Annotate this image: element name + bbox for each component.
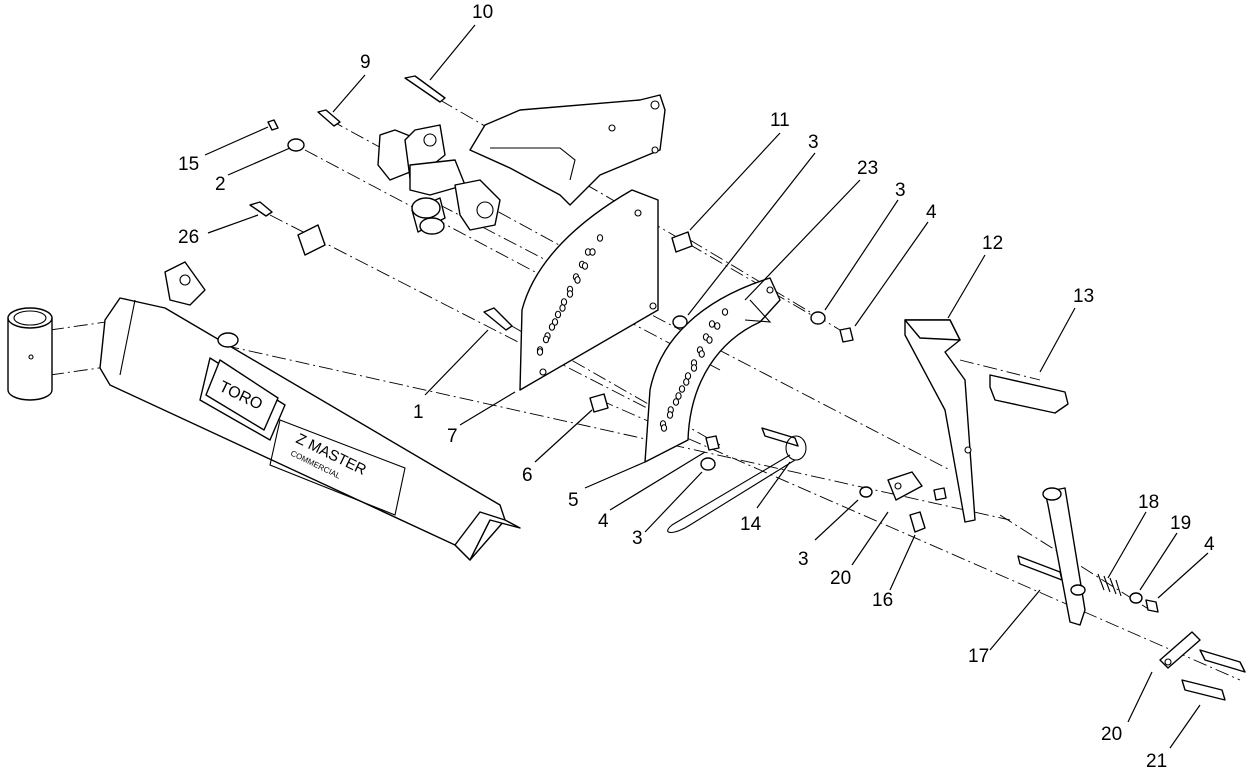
plate-7: [519, 189, 659, 391]
decal-model-box: [269, 419, 406, 516]
plate-hole: [660, 424, 668, 432]
plate-hole: [714, 322, 721, 330]
plate-hole: [566, 290, 574, 298]
callout-21: 21: [1146, 751, 1167, 772]
callout-17: 17: [968, 646, 989, 667]
plate-5: [644, 277, 781, 463]
callout-19: 19: [1170, 513, 1191, 534]
plate-hole: [589, 248, 596, 256]
pivot-tube: [7, 307, 53, 401]
callout-3-b: 3: [895, 180, 906, 201]
plate-hole: [666, 411, 674, 419]
callout-4-b: 4: [598, 511, 609, 532]
callout-9: 9: [360, 52, 371, 73]
plate-hole: [574, 276, 581, 284]
fasteners: [249, 75, 947, 534]
callout-15: 15: [178, 154, 199, 175]
plate-hole: [706, 336, 713, 344]
callout-6: 6: [522, 465, 533, 486]
link-plates: [887, 471, 1246, 701]
plate-hole: [542, 335, 550, 344]
lever-arm: [1017, 487, 1086, 626]
plate-hole: [721, 308, 729, 316]
callout-13: 13: [1073, 286, 1094, 307]
plate-hole: [596, 234, 604, 242]
plate-hole: [678, 385, 686, 393]
callout-1: 1: [413, 402, 424, 423]
callout-7: 7: [447, 426, 458, 447]
callout-leaders: [204, 24, 1209, 749]
callout-4-a: 4: [926, 202, 937, 223]
callout-26: 26: [178, 227, 199, 248]
plate-hole: [708, 320, 716, 328]
callout-10: 10: [472, 2, 493, 23]
plate-hole: [536, 348, 544, 356]
upper-bracket: [377, 94, 666, 231]
pedal-arm: [904, 319, 1069, 523]
callout-4-c: 4: [1204, 534, 1215, 555]
plate-hole: [683, 378, 690, 386]
callout-23: 23: [857, 158, 878, 179]
callout-labels: 10 9 15 2 26 1 7 11 3 23 3 4 12 13 6 5 4…: [178, 2, 1215, 772]
bushing: [411, 197, 446, 235]
spring-assembly: [1097, 573, 1159, 613]
callout-18: 18: [1138, 492, 1159, 513]
plate-hole: [675, 392, 682, 400]
callout-12: 12: [982, 233, 1003, 254]
callout-2: 2: [215, 174, 226, 195]
plate-hole: [581, 262, 589, 270]
plate-hole: [548, 323, 556, 331]
callout-14: 14: [740, 514, 762, 535]
callout-20-b: 20: [1101, 724, 1122, 745]
callout-3-d: 3: [798, 549, 809, 570]
callout-16: 16: [872, 590, 893, 611]
callout-5: 5: [568, 490, 579, 511]
callout-11: 11: [770, 110, 790, 131]
callout-3-c: 3: [632, 528, 643, 549]
plate-hole: [559, 304, 566, 312]
plate-hole: [554, 310, 562, 319]
frame-tube: TORO Z MASTER COMMERCIAL: [99, 261, 521, 561]
callout-3-a: 3: [808, 132, 819, 153]
plate-hole: [690, 364, 698, 372]
plate-hole: [672, 398, 680, 406]
plate-hole: [698, 350, 705, 358]
callout-20-a: 20: [830, 568, 851, 589]
